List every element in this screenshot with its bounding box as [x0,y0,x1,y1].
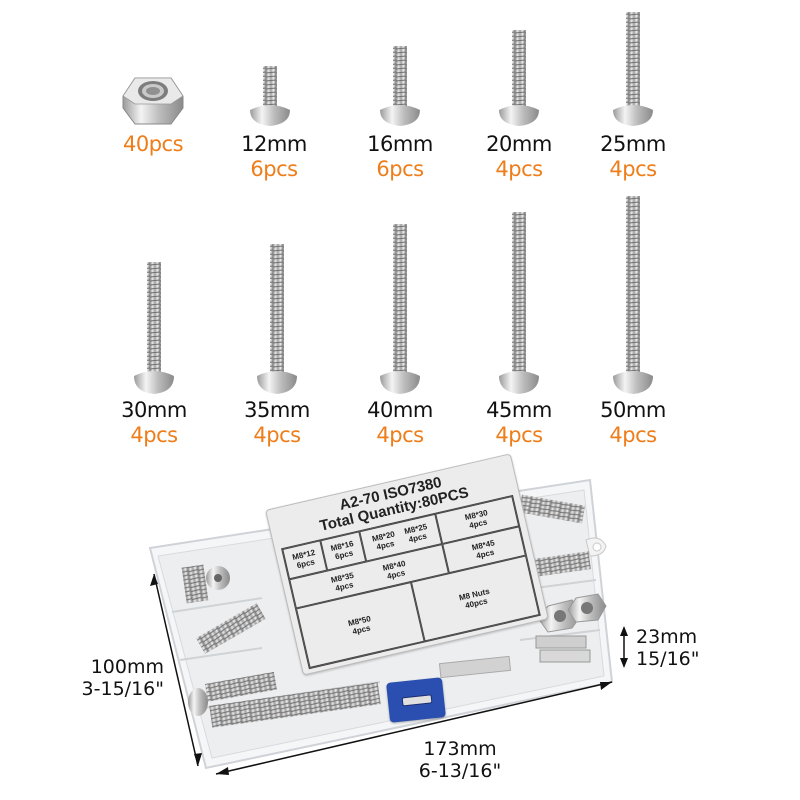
depth-inch: 15/16" [636,648,700,670]
screw-45mm-icon [495,212,543,401]
screw-40mm-item: 40mm 4pcs [345,398,455,448]
screw-20mm-icon [495,30,543,133]
screw-25mm-icon [609,12,657,133]
width-mm: 173mm [423,738,497,760]
screw-45mm-item: 45mm 4pcs [464,398,574,448]
screw-16mm-item: 16mm 6pcs [345,132,455,182]
qty-label: 4pcs [495,423,543,447]
size-label: 50mm [600,398,666,422]
qty-label: 4pcs [253,423,301,447]
screw-50mm-icon [609,196,657,401]
nut-item: 40pcs [98,132,208,157]
qty-label: 4pcs [376,423,424,447]
height-inch: 3-15/16" [81,678,164,700]
hex-nut-icon [121,72,185,133]
nut-qty: 40pcs [122,132,184,156]
screw-16mm-icon [376,46,424,133]
size-label: 35mm [244,398,310,422]
qty-label: 6pcs [376,157,424,181]
screw-35mm-item: 35mm 4pcs [222,398,332,448]
qty-label: 4pcs [609,423,657,447]
dimension-width: 173mm 6-13/16" [410,738,510,782]
qty-label: 6pcs [250,157,298,181]
size-label: 45mm [486,398,552,422]
screw-25mm-item: 25mm 4pcs [578,132,688,182]
screw-35mm-icon [253,244,301,401]
screw-12mm-item: 12mm 6pcs [219,132,329,182]
size-label: 40mm [367,398,433,422]
qty-label: 4pcs [609,157,657,181]
dimension-depth: 23mm 15/16" [636,626,700,670]
screw-30mm-icon [130,262,178,401]
size-label: 25mm [600,132,666,156]
size-label: 30mm [121,398,187,422]
height-mm: 100mm [90,656,164,678]
screw-12mm-icon [246,66,294,133]
size-label: 20mm [486,132,552,156]
latch-slot [401,694,433,707]
screw-30mm-item: 30mm 4pcs [99,398,209,448]
size-label: 16mm [367,132,433,156]
dimension-height: 100mm 3-15/16" [68,656,164,700]
qty-label: 4pcs [495,157,543,181]
screw-20mm-item: 20mm 4pcs [464,132,574,182]
depth-mm: 23mm [636,626,698,648]
screw-50mm-item: 50mm 4pcs [578,398,688,448]
width-inch: 6-13/16" [418,760,502,782]
box-latch[interactable] [386,677,446,723]
screw-40mm-icon [376,224,424,401]
size-label: 12mm [241,132,307,156]
qty-label: 4pcs [130,423,178,447]
